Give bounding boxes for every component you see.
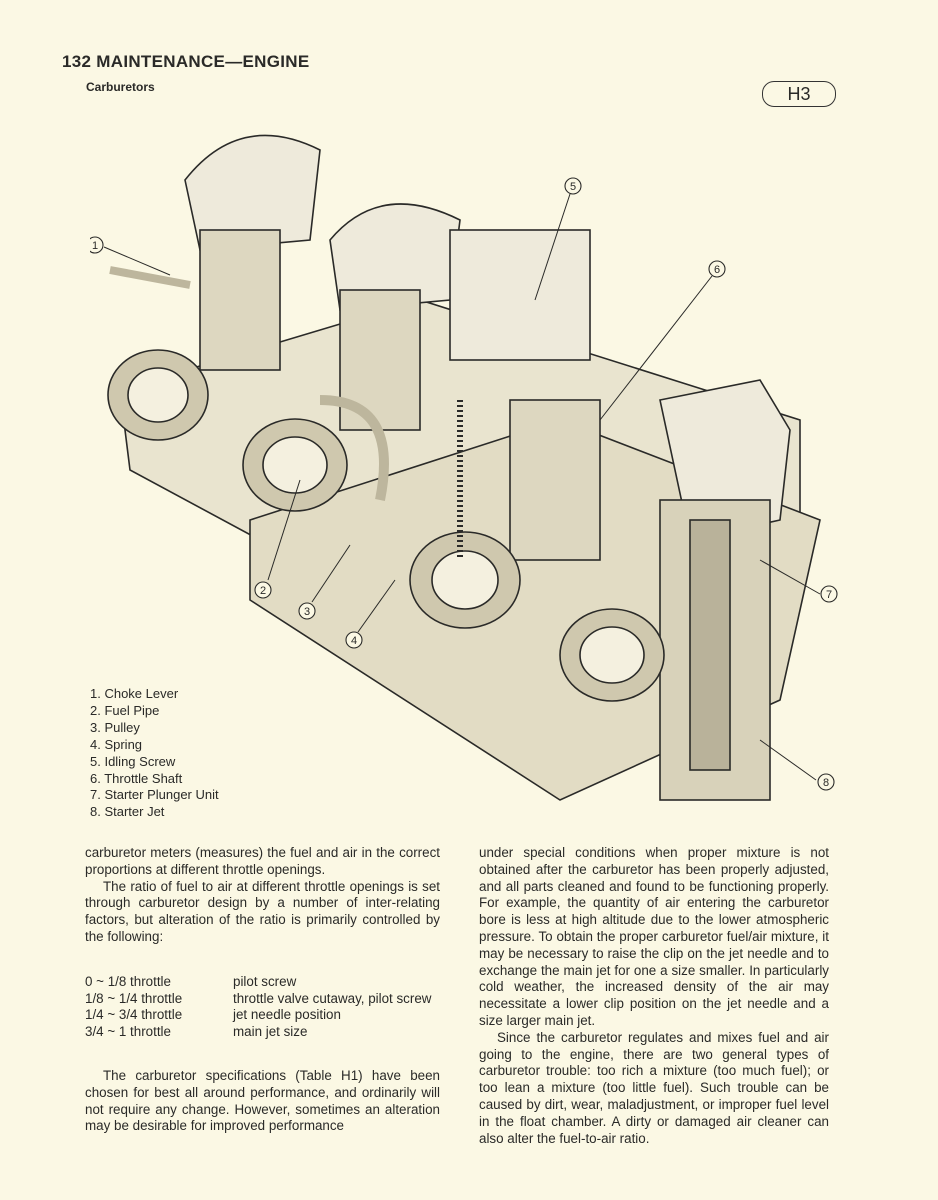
- control-factor: pilot screw: [233, 973, 297, 989]
- legend-item: 1. Choke Lever: [90, 686, 179, 701]
- callout-7: 7: [826, 589, 832, 601]
- legend-item: 6. Throttle Shaft: [90, 770, 183, 786]
- left-column: carburetor meters (measures) the fuel an…: [85, 845, 440, 1135]
- control-factor: jet needle position: [233, 1007, 341, 1023]
- control-factor: main jet size: [233, 1024, 308, 1040]
- legend-item: 8. Starter Jet: [90, 804, 165, 820]
- throttle-range: 1/8 ~ 1/4 throttle: [85, 990, 183, 1006]
- callout-1: 1: [92, 240, 98, 252]
- paragraph: carburetor meters (measures) the fuel an…: [85, 845, 440, 877]
- paragraph: The ratio of fuel to air at different th…: [85, 878, 440, 944]
- section-badge: H3: [762, 81, 836, 107]
- page-title: 132 MAINTENANCE—ENGINE: [62, 52, 310, 71]
- callout-8: 8: [823, 777, 829, 789]
- throttle-range: 1/4 ~ 3/4 throttle: [85, 1007, 183, 1023]
- legend-item: 3. Pulley: [90, 719, 140, 735]
- paragraph: Since the carburetor regulates and mixes…: [479, 1029, 829, 1146]
- control-factor: throttle valve cutaway, pilot screw: [233, 990, 432, 1006]
- table-row: 1/4 ~ 3/4 throttle jet needle position: [85, 1007, 431, 1024]
- carburetor-3: [409, 229, 601, 629]
- paragraph: under special conditions when proper mix…: [479, 845, 829, 1028]
- legend-item: 2. Fuel Pipe: [90, 702, 160, 718]
- callout-5: 5: [570, 181, 576, 193]
- callout-6: 6: [714, 264, 720, 276]
- right-column: under special conditions when proper mix…: [479, 845, 829, 1147]
- throttle-range: 0 ~ 1/8 throttle: [85, 973, 171, 989]
- table-row: 3/4 ~ 1 throttle main jet size: [85, 1024, 431, 1041]
- figure-legend: 1. Choke Lever 2. Fuel Pipe 3. Pulley 4.…: [90, 686, 219, 821]
- carburetor-4-cutaway: [559, 379, 791, 801]
- carburetor-1: [107, 134, 321, 441]
- legend-item: 5. Idling Screw: [90, 753, 176, 769]
- carburetor-illustration: 1 2 3 4 5 6 7 8: [90, 134, 838, 801]
- callout-markers: [90, 177, 838, 791]
- fuel-pipe: [319, 395, 389, 501]
- throttle-range: 3/4 ~ 1 throttle: [85, 1024, 171, 1040]
- legend-item: 7. Starter Plunger Unit: [90, 787, 219, 803]
- callout-leaders: [103, 193, 821, 781]
- table-row: 0 ~ 1/8 throttle pilot screw: [85, 974, 431, 991]
- legend-item: 4. Spring: [90, 736, 143, 752]
- callout-4: 4: [351, 635, 357, 647]
- carburetor-2: [242, 203, 461, 512]
- callout-3: 3: [304, 606, 310, 618]
- throttle-table: 0 ~ 1/8 throttle pilot screw 1/8 ~ 1/4 th…: [85, 974, 431, 1041]
- section-title: Carburetors: [86, 80, 155, 94]
- table-row: 1/8 ~ 1/4 throttle throttle valve cutaway…: [85, 991, 431, 1008]
- choke-lever: [109, 266, 191, 289]
- paragraph: The carburetor specifications (Table H1)…: [85, 1067, 440, 1134]
- callout-2: 2: [260, 585, 266, 597]
